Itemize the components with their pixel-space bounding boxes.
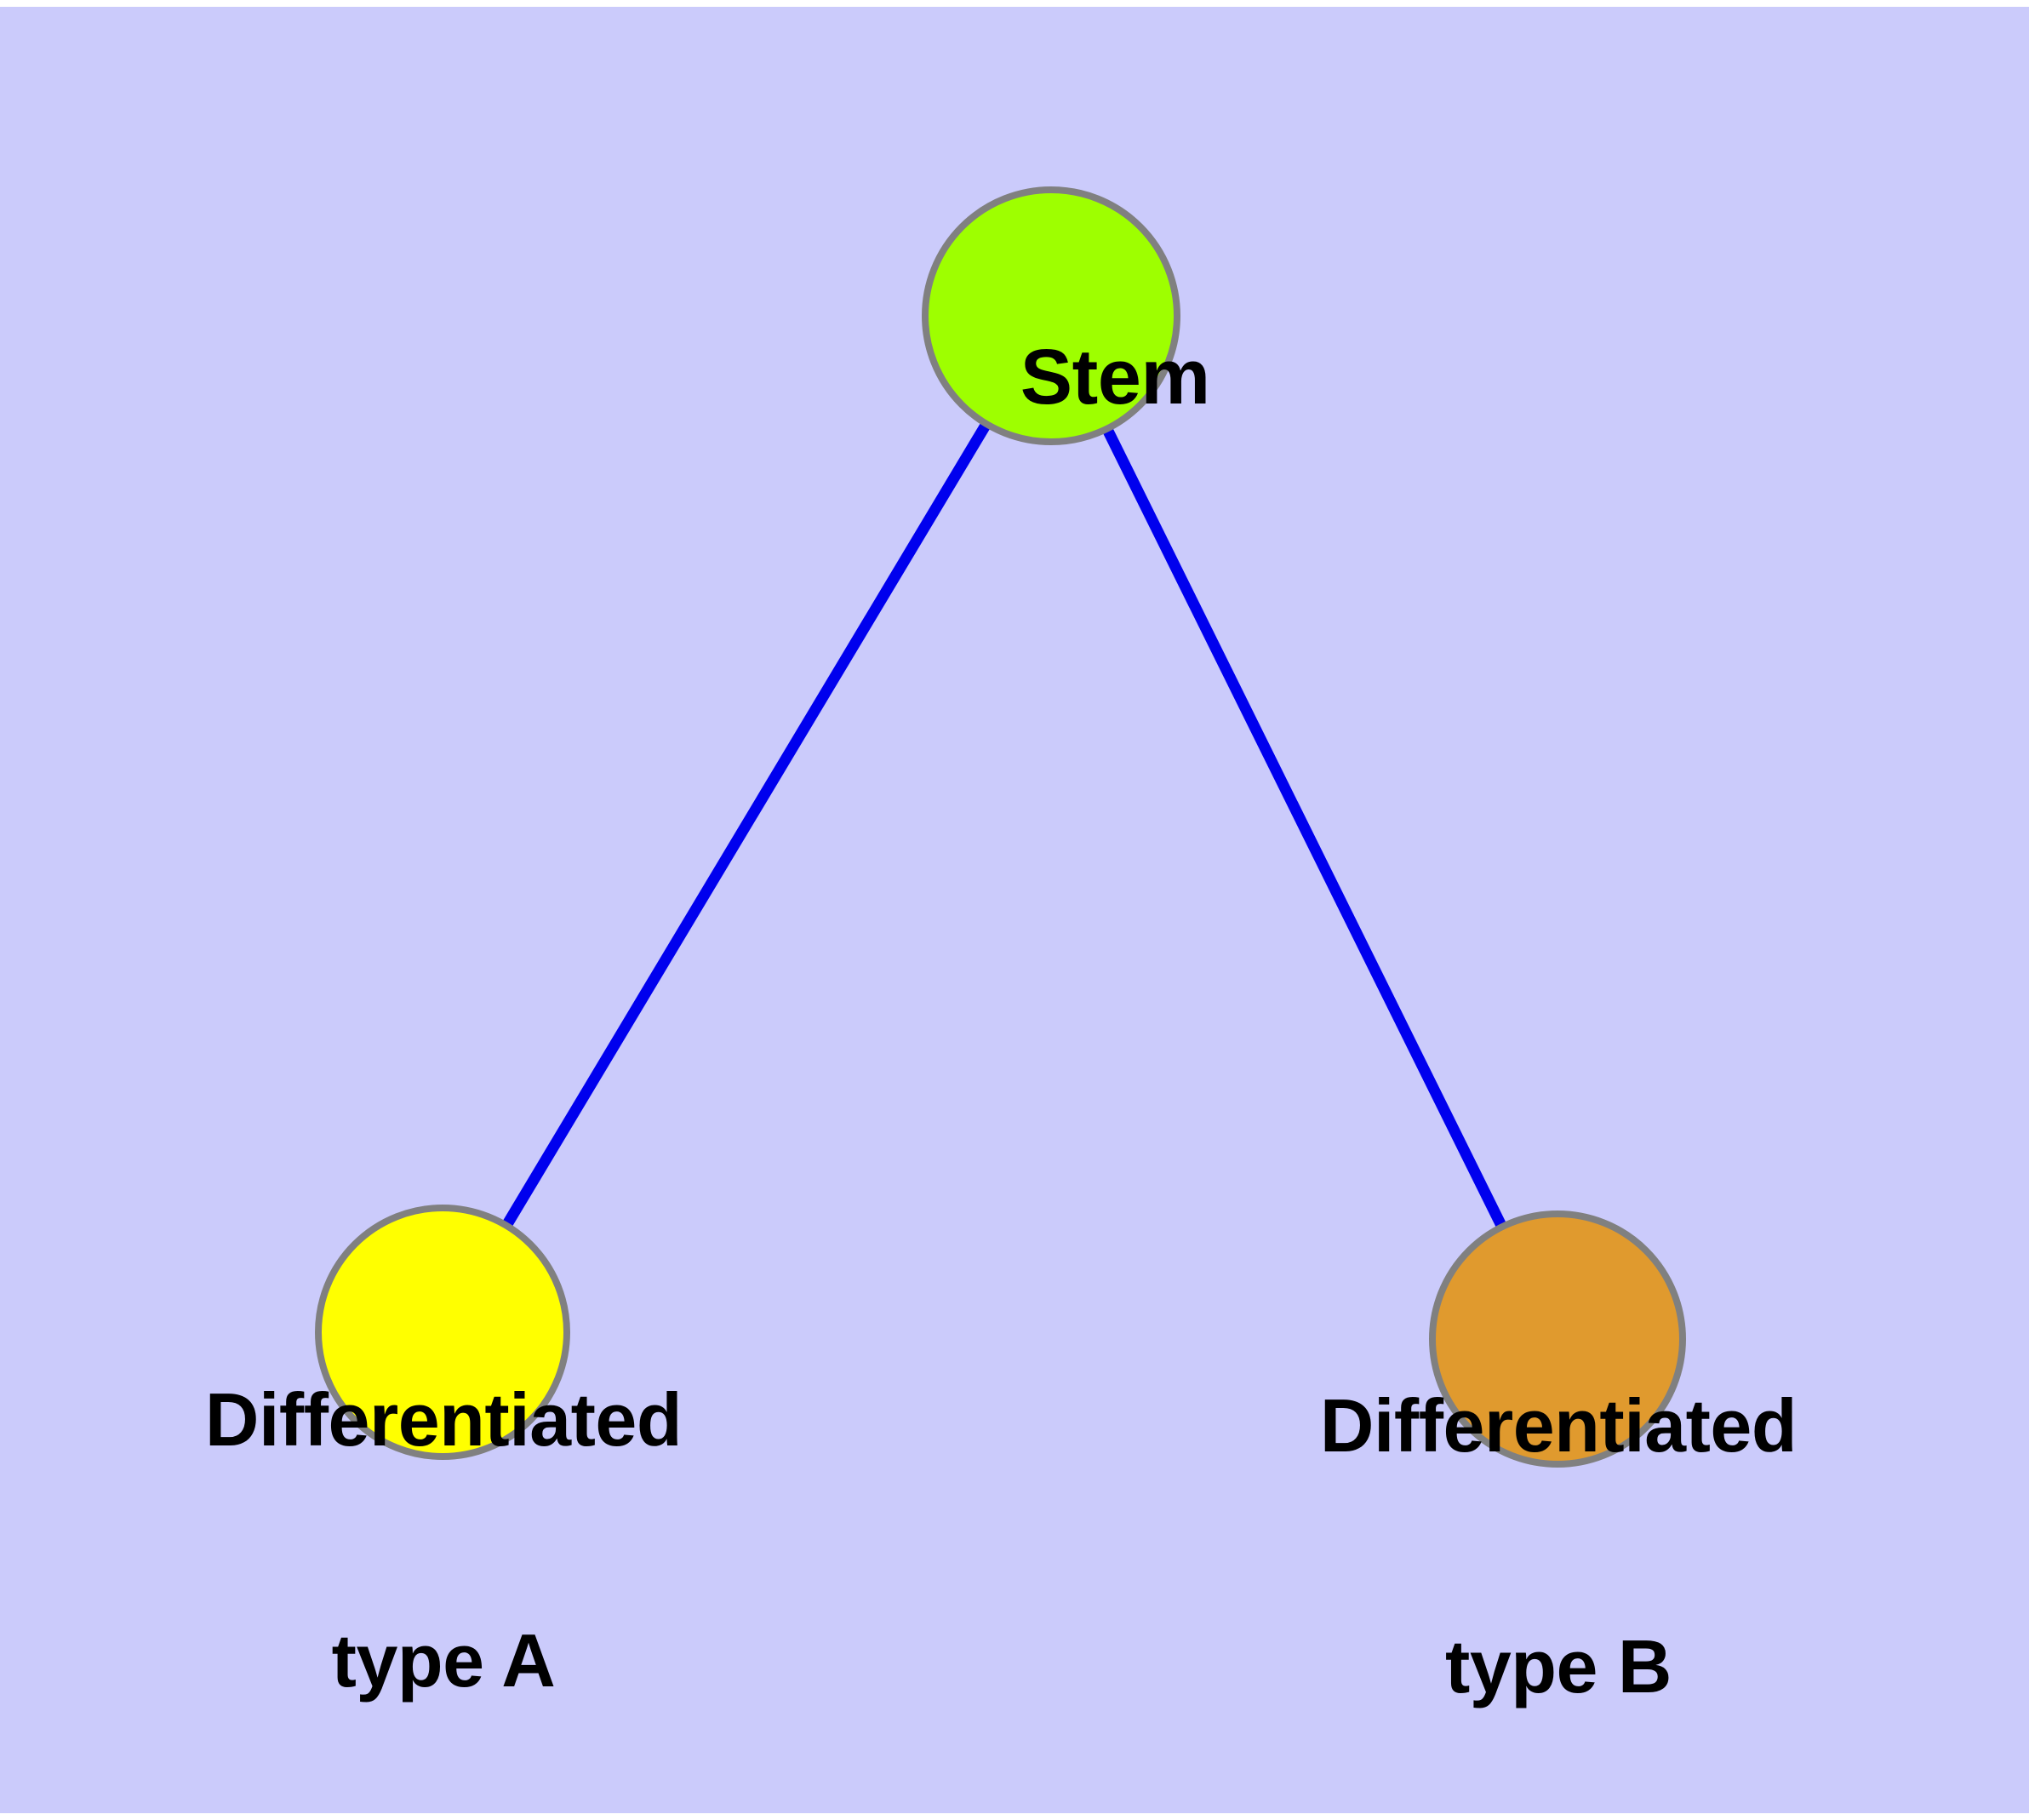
node-layer — [315, 186, 1686, 1468]
diagram-plot-area: Stem Differentiated type A Differentiate… — [0, 7, 2029, 1813]
edge-stem-to-diff-b[interactable] — [1095, 412, 1514, 1244]
node-stem[interactable] — [922, 186, 1180, 445]
node-differentiated-type-b[interactable] — [1429, 1210, 1686, 1468]
edge-stem-to-diff-a[interactable] — [494, 408, 999, 1242]
edge-layer — [494, 408, 1514, 1244]
graph-svg — [315, 186, 1686, 1468]
node-differentiated-type-a[interactable] — [315, 1205, 570, 1460]
